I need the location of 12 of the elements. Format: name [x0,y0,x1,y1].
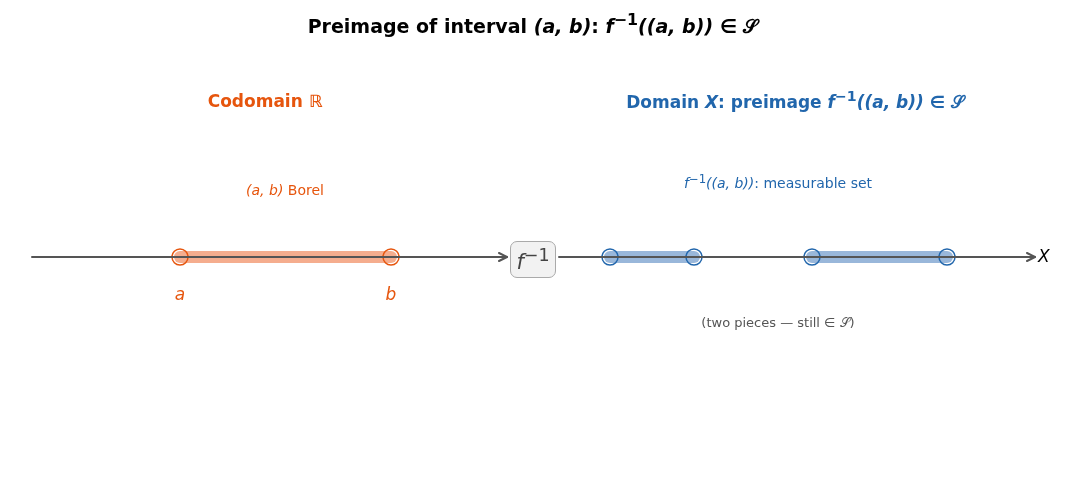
note-text: (two pieces — still ∈ 𝒮) [701,315,855,331]
function-box: f$^{−1}$ [510,241,556,278]
axis-arrow [558,252,1036,262]
endpoint-label: b [385,283,397,305]
interval-caption: (a, b) Borel [246,181,324,199]
axis-arrow [31,252,508,262]
panel-heading: Codomain ℝ [207,90,323,112]
endpoint-label: a [174,283,186,305]
axis-label: X [1038,246,1050,266]
panel-heading: Domain X: preimage f$^{−1}$((a, b)) ∈ 𝒮 [626,88,964,112]
set-caption: f$^{−1}$((a, b)): measurable set [683,171,873,193]
diagram-title: Preimage of interval (a, b): f$^{−1}$((a, b)) ∈ 𝒮 [307,10,759,38]
